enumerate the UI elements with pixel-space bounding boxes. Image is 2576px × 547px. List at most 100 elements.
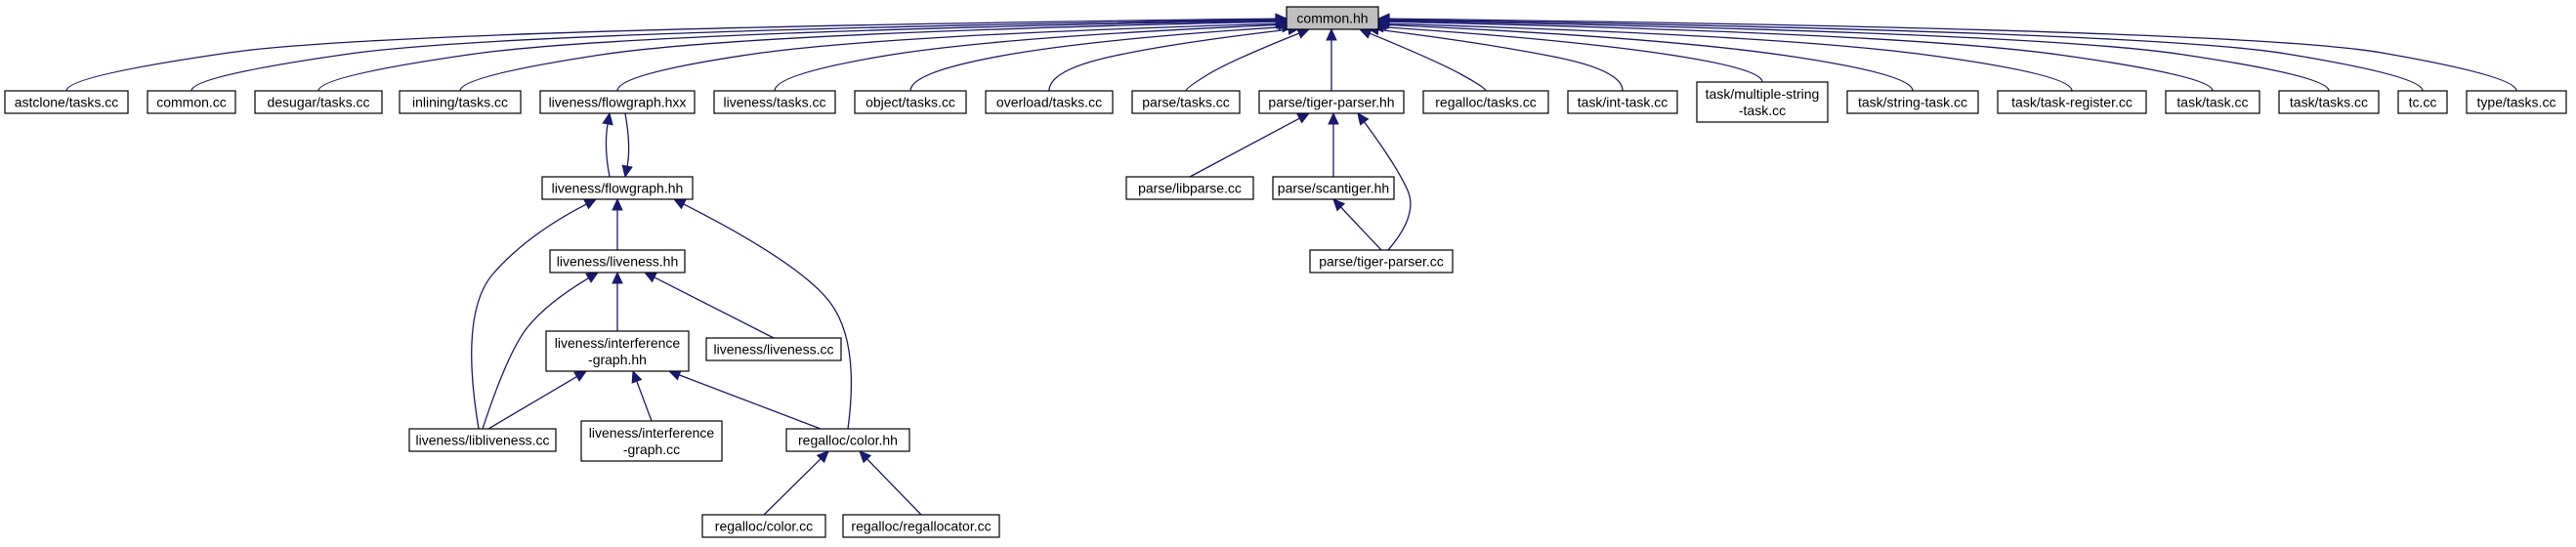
- node-box: [985, 90, 1114, 114]
- edge-liveness-flowgraph-hh-to-liveness-flowgraph-hxx: [602, 111, 613, 178]
- node-inlining-tasks-cc[interactable]: inlining/tasks.cc: [399, 90, 522, 114]
- node-label: -task.cc: [1739, 103, 1786, 118]
- edge-line: [866, 458, 922, 516]
- node-box: [147, 90, 236, 114]
- node-parse-tasks-cc[interactable]: parse/tasks.cc: [1131, 90, 1241, 114]
- edge-line: [1189, 117, 1300, 178]
- edge-object-tasks-cc-to-common-hh: [909, 21, 1295, 92]
- node-box: [1309, 249, 1454, 274]
- node-label: liveness/libliveness.cc: [416, 433, 550, 448]
- node-astclone-tasks-cc[interactable]: astclone/tasks.cc: [4, 90, 129, 114]
- node-label: liveness/liveness.hh: [557, 254, 679, 270]
- edge-line: [1388, 21, 2214, 92]
- edge-line: [605, 123, 611, 178]
- node-label: liveness/tasks.cc: [723, 95, 825, 110]
- node-parse-tiger-parser-cc[interactable]: parse/tiger-parser.cc: [1309, 249, 1454, 274]
- node-label: liveness/interference: [589, 425, 715, 441]
- edge-liveness-libliveness-cc-to-liveness-flowgraph-hh: [471, 198, 598, 430]
- node-liveness-liveness-hh[interactable]: liveness/liveness.hh: [549, 249, 686, 274]
- arrowhead: [667, 369, 682, 381]
- edge-line: [616, 22, 1278, 92]
- node-label: regalloc/color.hh: [798, 433, 898, 448]
- node-liveness-liveness-cc[interactable]: liveness/liveness.cc: [705, 337, 842, 361]
- edge-line: [1385, 23, 1914, 92]
- node-box: [854, 90, 967, 114]
- node-box: [1131, 90, 1241, 114]
- node-liveness-flowgraph-hh[interactable]: liveness/flowgraph.hh: [541, 176, 694, 200]
- node-task-task-cc[interactable]: task/task.cc: [2165, 90, 2260, 114]
- node-box: [549, 249, 686, 274]
- node-regalloc-tasks-cc[interactable]: regalloc/tasks.cc: [1422, 90, 1549, 114]
- edge-line: [624, 112, 630, 167]
- node-overload-tasks-cc[interactable]: overload/tasks.cc: [985, 90, 1114, 114]
- node-label: type/tasks.cc: [2477, 95, 2556, 110]
- node-type-tasks-cc[interactable]: type/tasks.cc: [2466, 90, 2567, 114]
- node-label: parse/tasks.cc: [1142, 95, 1229, 110]
- node-label: task/int-task.cc: [1578, 95, 1668, 110]
- node-box: [545, 330, 690, 372]
- arrowhead: [1296, 27, 1311, 39]
- arrowhead: [1332, 198, 1346, 212]
- node-parse-libparse-cc[interactable]: parse/libparse.cc: [1125, 176, 1254, 200]
- edge-line: [679, 374, 822, 430]
- node-common-hh[interactable]: common.hh: [1286, 6, 1379, 30]
- edge-liveness-liveness-hh-to-liveness-flowgraph-hh: [612, 197, 623, 250]
- edge-line: [1388, 19, 2424, 92]
- arrowhead: [816, 450, 829, 464]
- edge-parse-libparse-cc-to-parse-tiger-parser-hh: [1189, 112, 1311, 178]
- edge-regalloc-color-hh-to-liveness-interference-graph-hh: [667, 369, 822, 430]
- edge-line: [1377, 28, 1624, 92]
- edge-liveness-liveness-cc-to-liveness-liveness-hh: [643, 272, 775, 339]
- node-box: [785, 428, 910, 452]
- node-task-tasks-cc[interactable]: task/tasks.cc: [2278, 90, 2380, 114]
- node-liveness-interference-graph-cc[interactable]: liveness/interference-graph.cc: [580, 420, 723, 462]
- edge-line: [683, 203, 853, 430]
- node-tc-cc[interactable]: tc.cc: [2397, 90, 2448, 114]
- node-box: [705, 337, 842, 361]
- node-label: overload/tasks.cc: [996, 95, 1102, 110]
- node-task-string-task-cc[interactable]: task/string-task.cc: [1846, 90, 1979, 114]
- node-parse-tiger-parser-hh[interactable]: parse/tiger-parser.hh: [1258, 90, 1405, 114]
- edge-line: [459, 21, 1277, 92]
- edges-layer: [65, 13, 2517, 516]
- node-liveness-flowgraph-hxx[interactable]: liveness/flowgraph.hxx: [539, 90, 696, 114]
- node-box: [1125, 176, 1254, 200]
- arrowhead: [672, 198, 687, 210]
- edge-line: [763, 458, 822, 516]
- node-task-multiple-string-task-cc[interactable]: task/multiple-string-task.cc: [1696, 81, 1829, 123]
- node-object-tasks-cc[interactable]: object/tasks.cc: [854, 90, 967, 114]
- node-regalloc-color-cc[interactable]: regalloc/color.cc: [701, 514, 826, 538]
- node-regalloc-color-hh[interactable]: regalloc/color.hh: [785, 428, 910, 452]
- edge-line: [774, 23, 1280, 92]
- edge-liveness-flowgraph-hxx-to-liveness-flowgraph-hh: [621, 112, 633, 179]
- edge-line: [1340, 206, 1382, 251]
- node-task-task-register-cc[interactable]: task/task-register.cc: [1997, 90, 2147, 114]
- node-liveness-interference-graph-hh[interactable]: liveness/interference-graph.hh: [545, 330, 690, 372]
- node-label: inlining/tasks.cc: [412, 95, 508, 110]
- node-label: liveness/flowgraph.hxx: [549, 95, 687, 110]
- node-desugar-tasks-cc[interactable]: desugar/tasks.cc: [254, 90, 383, 114]
- node-box: [842, 514, 1000, 538]
- node-liveness-tasks-cc[interactable]: liveness/tasks.cc: [713, 90, 836, 114]
- node-label: parse/scantiger.hh: [1278, 181, 1389, 196]
- node-common-cc[interactable]: common.cc: [147, 90, 236, 114]
- node-task-int-task-cc[interactable]: task/int-task.cc: [1567, 90, 1678, 114]
- edge-parse-tiger-parser-cc-to-parse-tiger-parser-hh: [1357, 112, 1412, 251]
- node-box: [1567, 90, 1678, 114]
- edge-line: [487, 376, 577, 430]
- node-box: [2278, 90, 2380, 114]
- edge-line: [1185, 32, 1300, 92]
- edge-liveness-interference-graph-hh-to-liveness-liveness-hh: [612, 271, 623, 331]
- node-label: -graph.hh: [588, 352, 647, 367]
- edge-line: [1387, 22, 2073, 92]
- node-box: [2165, 90, 2260, 114]
- edge-liveness-libliveness-cc-to-liveness-interference-graph-hh: [487, 370, 588, 430]
- node-liveness-libliveness-cc[interactable]: liveness/libliveness.cc: [408, 428, 557, 452]
- node-regalloc-regallocator-cc[interactable]: regalloc/regallocator.cc: [842, 514, 1000, 538]
- arrowhead: [859, 450, 872, 464]
- edge-desugar-tasks-cc-to-common-hh: [317, 15, 1288, 92]
- node-parse-scantiger-hh[interactable]: parse/scantiger.hh: [1272, 176, 1395, 200]
- node-box: [4, 90, 129, 114]
- arrowhead: [643, 272, 657, 283]
- arrowhead: [573, 370, 588, 382]
